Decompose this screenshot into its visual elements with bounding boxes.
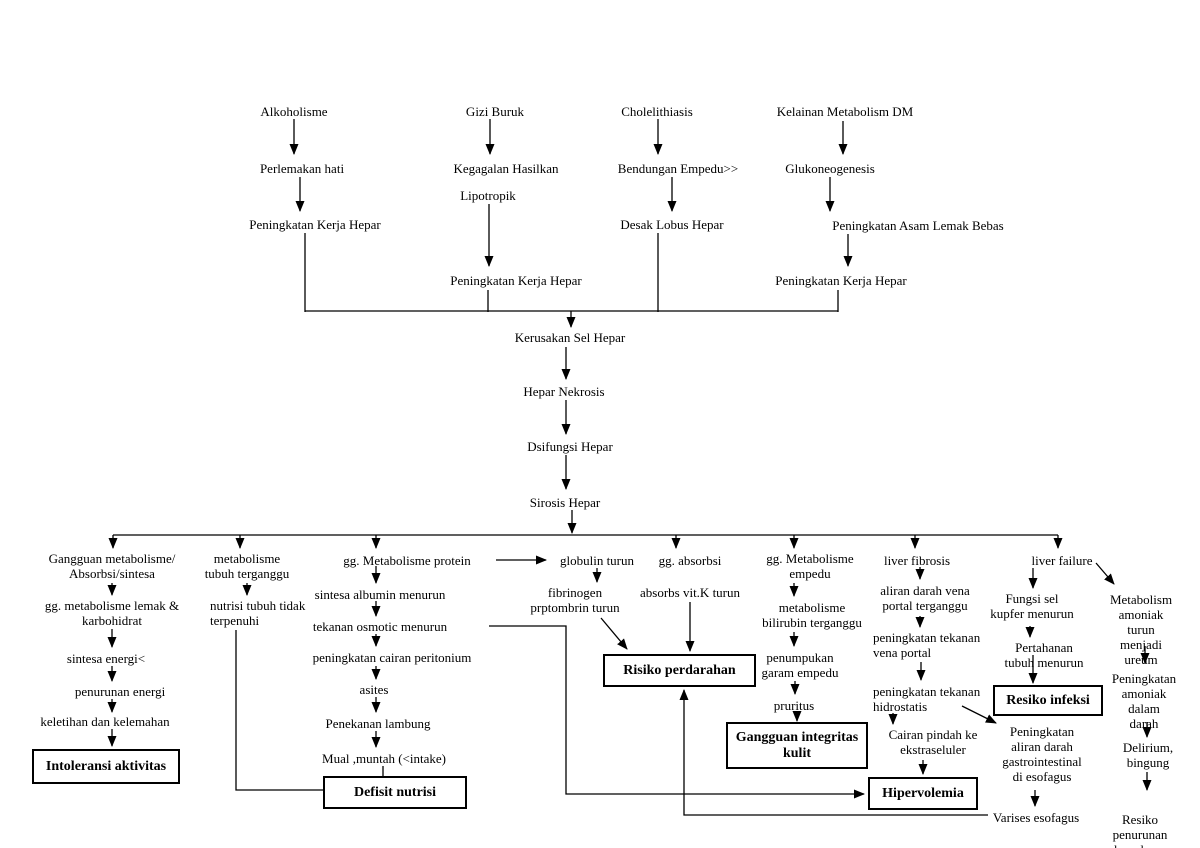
node-aliran-darah-vena-portal: aliran darah vena portal terganggu — [880, 583, 970, 613]
cause-kelainan-metabolism-dm: Kelainan Metabolism DM — [776, 104, 914, 119]
node-desak-lobus-hepar: Desak Lobus Hepar — [620, 217, 724, 232]
node-gg-metabolisme-lemak: gg. metabolisme lemak & karbohidrat — [44, 598, 180, 628]
node-keletihan-kelemahan: keletihan dan kelemahan — [40, 714, 170, 729]
arrow-varises-perdarahan — [679, 689, 988, 816]
node-bendungan-empedu: Bendungan Empedu>> — [617, 161, 739, 176]
diagnosis-defisit-nutrisi: Defisit nutrisi — [323, 776, 467, 809]
diagnosis-risiko-perdarahan: Risiko perdarahan — [603, 654, 756, 687]
node-varises-esofagus: Varises esofagus — [992, 810, 1080, 825]
cause-cholelithiasis: Cholelithiasis — [621, 104, 693, 119]
cause-gizi-buruk: Gizi Buruk — [465, 104, 525, 119]
node-globulin-turun: globulin turun — [559, 553, 635, 568]
node-penekanan-lambung: Penekanan lambung — [325, 716, 431, 731]
node-peningkatan-tekanan-vena-portal: peningkatan tekanan vena portal — [873, 630, 981, 660]
node-nutrisi-tidak-terpenuhi: nutrisi tubuh tidak terpenuhi — [210, 598, 306, 628]
node-sintesa-energi: sintesa energi< — [66, 651, 146, 666]
node-metabolisme-tubuh-terganggu: metabolisme tubuh terganggu — [204, 551, 290, 581]
node-resiko-penurunan-kesadaran: Resiko penurunan kesadaran — [1112, 812, 1168, 848]
node-liver-failure: liver failure — [1031, 553, 1093, 568]
node-sirosis-hepar: Sirosis Hepar — [529, 495, 601, 510]
node-gg-absorbsi: gg. absorbsi — [658, 553, 722, 568]
node-cairan-pindah-ekstraseluler: Cairan pindah ke ekstraseluler — [888, 727, 978, 757]
node-pruritus: pruritus — [773, 698, 815, 713]
node-lipotropik: Lipotropik — [460, 188, 516, 203]
diagnosis-intoleransi-aktivitas: Intoleransi aktivitas — [32, 749, 180, 784]
arrow-osmotic-hipervolemia — [489, 625, 865, 799]
node-delirium-bingung: Delirium, bingung — [1122, 740, 1174, 770]
node-penurunan-energi: penurunan energi — [74, 684, 166, 699]
node-asites: asites — [359, 682, 389, 697]
line-nutrisi-defisit — [235, 630, 323, 791]
node-dsifungsi-hepar: Dsifungsi Hepar — [527, 439, 613, 454]
node-absorbs-vitk-turun: absorbs vit.K turun — [639, 585, 741, 600]
node-peningkatan-kerja-hepar-2: Peningkatan Kerja Hepar — [450, 273, 582, 288]
node-fungsi-sel-kupfer: Fungsi sel kupfer menurun — [990, 591, 1074, 621]
node-glukoneogenesis: Glukoneogenesis — [785, 161, 875, 176]
node-gg-metabolisme-empedu: gg. Metabolisme empedu — [766, 551, 854, 581]
diagnosis-hipervolemia: Hipervolemia — [868, 777, 978, 810]
node-peningkatan-asam-lemak-bebas: Peningkatan Asam Lemak Bebas — [832, 218, 1004, 233]
node-peningkatan-amoniak-darah: Peningkatan amoniak dalam darah — [1111, 671, 1177, 731]
node-metabolism-amoniak-ureum: Metabolism amoniak turun menjadi ureum — [1109, 592, 1173, 667]
node-kerusakan-sel-hepar: Kerusakan Sel Hepar — [514, 330, 626, 345]
node-pertahanan-tubuh-menurun: Pertahanan tubuh menurun — [1004, 640, 1084, 670]
node-gangguan-metabolisme-absorbsi: Gangguan metabolisme/ Absorbsi/sintesa — [48, 551, 176, 581]
node-peningkatan-kerja-hepar-3: Peningkatan Kerja Hepar — [775, 273, 907, 288]
node-peningkatan-tekanan-hidrostatis: peningkatan tekanan hidrostatis — [873, 684, 981, 714]
node-peningkatan-kerja-hepar-1: Peningkatan Kerja Hepar — [249, 217, 381, 232]
node-hepar-nekrosis: Hepar Nekrosis — [523, 384, 605, 399]
diagnosis-gangguan-integritas-kulit: Gangguan integritas kulit — [726, 722, 868, 769]
node-gg-metabolisme-protein: gg. Metabolisme protein — [343, 553, 471, 568]
arrow-hidrostatis-gastro — [961, 705, 997, 724]
node-peningkatan-aliran-gastrointestinal: Peningkatan aliran darah gastrointestina… — [1002, 724, 1082, 784]
node-penumpukan-garam-empedu: penumpukan garam empedu — [761, 650, 839, 680]
node-peningkatan-cairan-peritonium: peningkatan cairan peritonium — [312, 650, 472, 665]
cause-alkoholisme: Alkoholisme — [260, 104, 328, 119]
node-perlemakan-hati: Perlemakan hati — [259, 161, 345, 176]
node-fibrinogen-prptombrin: fibrinogen prptombrin turun — [530, 585, 620, 615]
node-kegagalan-hasilkan: Kegagalan Hasilkan — [453, 161, 559, 176]
diagnosis-resiko-infeksi: Resiko infeksi — [993, 685, 1103, 716]
arrow-fibrinogen-perdarahan — [600, 617, 628, 650]
node-sintesa-albumin-menurun: sintesa albumin menurun — [314, 587, 446, 602]
node-mual-muntah: Mual ,muntah (<intake) — [322, 751, 446, 766]
node-tekanan-osmotic-menurun: tekanan osmotic menurun — [312, 619, 448, 634]
arrow-failure-amoniak — [1095, 562, 1115, 585]
node-metabolisme-bilirubin: metabolisme bilirubin terganggu — [762, 600, 862, 630]
node-liver-fibrosis: liver fibrosis — [883, 553, 951, 568]
